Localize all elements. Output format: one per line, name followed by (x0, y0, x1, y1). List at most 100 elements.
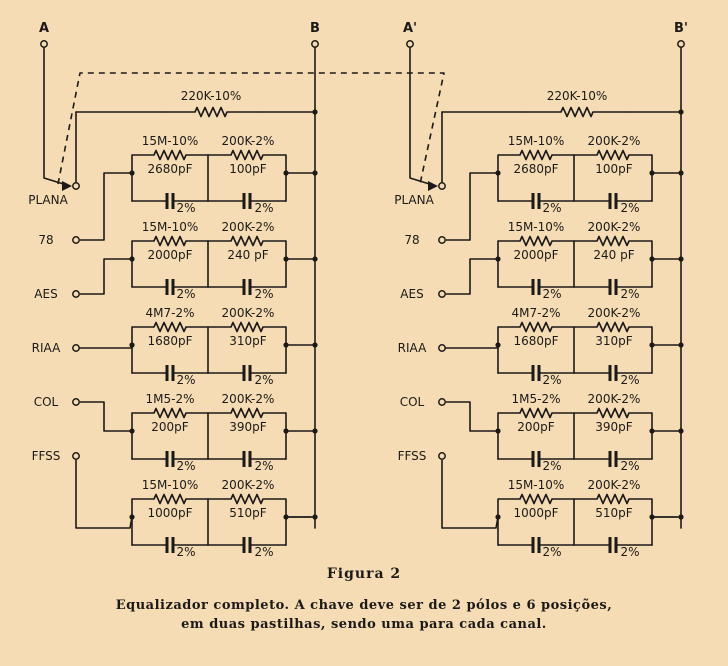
right-network-2-c1 (497, 279, 575, 295)
left-switch-contact-1 (72, 236, 80, 244)
right-network-3-c1-label: 1680pF (513, 334, 558, 348)
right-network-5-c1-plate-left (531, 537, 535, 553)
left-network-2-c2-tolerance: 2% (254, 287, 273, 301)
right-network-4-c2-plate-right (614, 451, 618, 467)
right-network-4-r2-label: 200K-2% (588, 392, 641, 406)
right-network-1-c2-tolerance: 2% (620, 201, 639, 215)
left-position-label-2: AES (34, 287, 57, 301)
right-network-2-r1 (498, 235, 574, 247)
right-network-4-c2-plate-left (608, 451, 612, 467)
right-network-3-c1-plate-right (537, 365, 541, 381)
right-network-5-r2-label: 200K-2% (588, 478, 641, 492)
left-network-1-c1 (131, 193, 209, 209)
left-network-1-c2 (207, 193, 287, 209)
right-network-5-c1-plate-right (537, 537, 541, 553)
left-wire-col (80, 401, 132, 432)
left-network-1-c1-plate-left (165, 193, 169, 209)
right-network-1-c1-label: 2680pF (513, 162, 558, 176)
right-network-2-r2 (574, 235, 652, 247)
left-network-5-r1-label: 15M-10% (142, 478, 199, 492)
left-network-2-r2 (208, 235, 286, 247)
right-network-2-c2-plate-left (608, 279, 612, 295)
left-network-1-r2-label: 200K-2% (222, 134, 275, 148)
right-network-5-c2-tolerance: 2% (620, 545, 639, 559)
right-network-4-c2-label: 390pF (595, 420, 633, 434)
right-network-4-c1 (497, 451, 575, 467)
left-network-2-bus-junction (312, 256, 318, 262)
right-network-2-c2-tolerance: 2% (620, 287, 639, 301)
right-network-2-c2-plate-right (614, 279, 618, 295)
right-switch-contact-4 (438, 398, 446, 406)
right-network-1-r1 (498, 149, 574, 161)
left-wire-78 (80, 172, 132, 241)
right-network-1-c2 (573, 193, 653, 209)
left-network-1-c1-plate-right (171, 193, 175, 209)
right-node-a-terminal (406, 40, 414, 48)
right-network-1-r2 (574, 149, 652, 161)
right-top-resistor (526, 106, 628, 118)
right-network-4-c1-label: 200pF (517, 420, 555, 434)
left-switch-contact-4 (72, 398, 80, 406)
left-node-a-label: A (39, 21, 49, 36)
right-network-3-r1-label: 4M7-2% (512, 306, 561, 320)
left-network-4-c1-label: 200pF (151, 420, 189, 434)
left-network-3-c2-plate-left (242, 365, 246, 381)
left-wire-aes (80, 258, 132, 295)
right-network-5-c1 (497, 537, 575, 553)
left-network-4-c2 (207, 451, 287, 467)
left-network-2-r1 (132, 235, 208, 247)
right-switch-contact-1 (438, 236, 446, 244)
right-network-4-c2 (573, 451, 653, 467)
left-position-label-1: 78 (38, 233, 53, 247)
right-wire-col (446, 401, 498, 432)
left-network-5-r1 (132, 493, 208, 505)
left-network-3-r2 (208, 321, 286, 333)
left-network-1-bus-junction (312, 170, 318, 176)
right-network-3-r1 (498, 321, 574, 333)
left-network-2-c2-label: 240 pF (227, 248, 268, 262)
left-network-1-c1-tolerance: 2% (176, 201, 195, 215)
right-node-b-label: B' (674, 21, 688, 36)
left-network-3-left-node (129, 342, 135, 348)
right-network-1-c2-plate-left (608, 193, 612, 209)
left-network-3-c1 (131, 365, 209, 381)
left-network-2-r2-label: 200K-2% (222, 220, 275, 234)
left-network-4-r1-label: 1M5-2% (146, 392, 195, 406)
left-network-5-c1-plate-left (165, 537, 169, 553)
right-network-2-c1-tolerance: 2% (542, 287, 561, 301)
right-network-5-c2-plate-right (614, 537, 618, 553)
right-network-5-r1 (498, 493, 574, 505)
left-gang-link (57, 72, 445, 185)
figure-title: Figura 2 (326, 566, 402, 582)
right-network-1-bus-junction (678, 170, 684, 176)
left-network-3-r2-label: 200K-2% (222, 306, 275, 320)
right-network-4-c1-tolerance: 2% (542, 459, 561, 473)
right-network-3-r2-label: 200K-2% (588, 306, 641, 320)
left-network-5-r2-label: 200K-2% (222, 478, 275, 492)
left-network-5-c1-plate-right (171, 537, 175, 553)
right-network-4-c1-plate-left (531, 451, 535, 467)
right-network-3-c2-plate-left (608, 365, 612, 381)
right-network-2-bus-junction (678, 256, 684, 262)
left-network-4-c1-tolerance: 2% (176, 459, 195, 473)
right-network-5-c1-label: 1000pF (513, 506, 558, 520)
left-network-3-c1-tolerance: 2% (176, 373, 195, 387)
left-network-3-c1-plate-right (171, 365, 175, 381)
right-network-1-r1-label: 15M-10% (508, 134, 565, 148)
left-top-resistor (160, 106, 262, 118)
left-node-b-label: B (310, 21, 320, 36)
left-network-5-c2-tolerance: 2% (254, 545, 273, 559)
left-network-2-c2-plate-right (248, 279, 252, 295)
left-wiper-arrowhead (62, 181, 72, 191)
left-network-2-c1-label: 2000pF (147, 248, 192, 262)
right-network-4-r1 (498, 407, 574, 419)
right-network-3-c2-plate-right (614, 365, 618, 381)
